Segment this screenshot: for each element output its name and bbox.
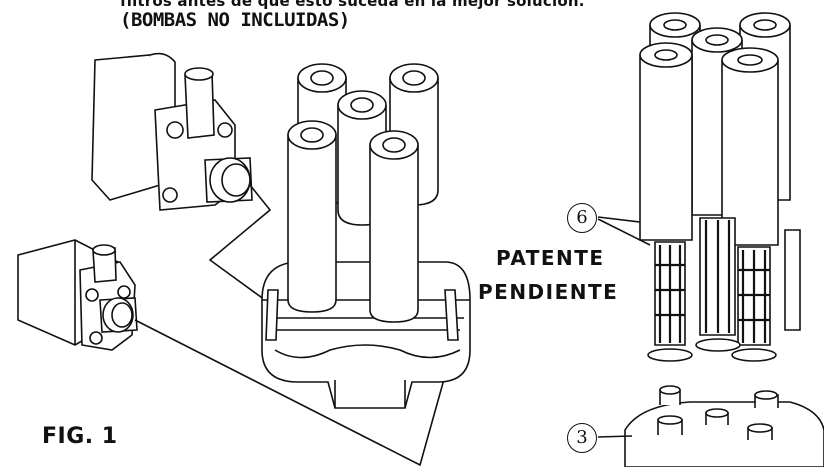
leader-6a	[597, 216, 641, 223]
callout-3: 3	[567, 423, 597, 453]
pump-upper	[91, 52, 253, 211]
patent-pending-line1: PATENTE	[496, 246, 605, 270]
pumps-not-included-label: (BOMBAS NO INCLUIDAS)	[120, 9, 350, 31]
instruction-text: filtros antes de que esto suceda en la m…	[120, 0, 585, 10]
housing-lid	[624, 385, 824, 467]
pump-lower	[17, 239, 138, 351]
leader-6b	[597, 218, 651, 246]
callout-6: 6	[567, 203, 597, 233]
leader-3	[597, 435, 633, 438]
figure-label: FIG. 1	[42, 424, 118, 449]
hose-upper	[208, 184, 272, 301]
patent-pending-line2: PENDIENTE	[478, 280, 619, 304]
exploded-cartridges	[639, 12, 801, 362]
filter-cartridges	[287, 63, 439, 323]
